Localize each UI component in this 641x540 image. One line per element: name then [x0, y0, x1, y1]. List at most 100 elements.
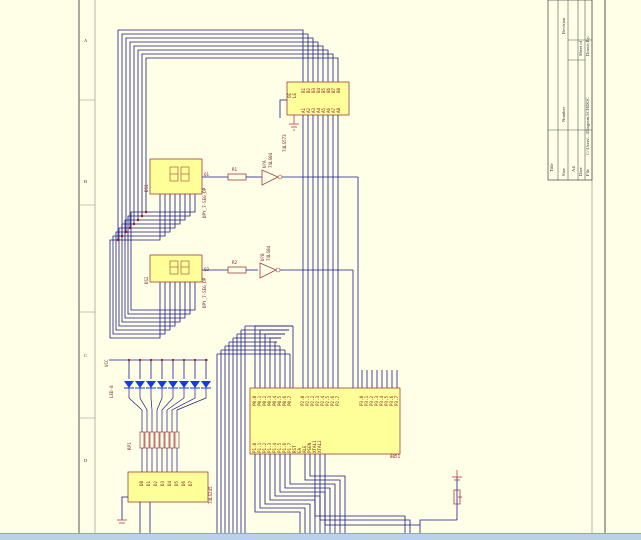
- resistor-2-label: R2: [232, 260, 238, 265]
- title-label: Title: [549, 163, 554, 172]
- array-resistor: [174, 388, 207, 472]
- mcu-pin-label: P2.0: [300, 395, 305, 406]
- mcu-pin-label: P1.6: [282, 442, 287, 453]
- buffer-chip[interactable]: 74LS245 D0 D1 D2 D3 D4 D5 D6 D7: [117, 471, 213, 535]
- mcu-pin-label: P2.4: [320, 395, 325, 406]
- status-bar: [0, 533, 641, 540]
- latch-top-pin: B7: [331, 87, 336, 93]
- mcu-pin-label: PSEN: [307, 442, 312, 453]
- resistor-2[interactable]: R2: [202, 260, 258, 274]
- buffer-pin: D1: [146, 480, 151, 486]
- row-marker: D: [84, 458, 88, 463]
- mcu-pin-label: P2.7: [335, 395, 340, 406]
- mcu-pin-label: P1.2: [262, 442, 267, 453]
- junction: [149, 358, 153, 362]
- array-resistor: [154, 388, 163, 472]
- mcu-pin-label: P0.1: [257, 395, 262, 406]
- sheet-label: Sheet of: [578, 40, 583, 56]
- led: [190, 358, 200, 389]
- file-label: File: [585, 169, 590, 176]
- latch-bottom-pin: A2: [306, 107, 311, 113]
- junctions: [116, 210, 148, 242]
- junction: [127, 358, 131, 362]
- latch-bottom-pin: A3: [311, 107, 316, 113]
- led: [135, 358, 145, 389]
- display-2-part: DPY_7-SEG_DP: [202, 277, 207, 308]
- latch-bottom-pin: A5: [321, 107, 326, 113]
- latch-bus-wires: [109, 29, 339, 339]
- junction: [182, 358, 186, 362]
- inverter-1-part: 74LS04: [268, 152, 273, 168]
- buffer-part-label: 74LS245: [208, 486, 213, 504]
- latch-top-pin: B3: [311, 87, 316, 93]
- mcu-pin-label: P3.4: [379, 395, 384, 406]
- mcu-pin-label: EA: [297, 447, 302, 453]
- latch-top-pin: B6: [326, 87, 331, 93]
- mcu-pin-label: P1.3: [267, 442, 272, 453]
- mcu-bottom-wires: [254, 454, 421, 535]
- vcc-rail: VCC: [104, 359, 208, 367]
- mcu-pin-label: P0.2: [262, 395, 267, 406]
- latch-bottom-pin: A6: [326, 107, 331, 113]
- array-resistor: [139, 388, 150, 472]
- date-label: Date: [578, 167, 583, 176]
- mcu-pin-label: P2.2: [310, 395, 315, 406]
- display-1-designator: DS1: [144, 184, 149, 192]
- gnd-symbol: [289, 115, 299, 131]
- latch-bottom-pin: A4: [316, 107, 321, 113]
- junction: [204, 358, 208, 362]
- mcu-p0-wires: [216, 325, 294, 535]
- mcu-pin-label: P2.3: [315, 395, 320, 406]
- mcu-pin-label: P3.7: [394, 395, 399, 406]
- mcu-pin-label: P3.3: [374, 395, 379, 406]
- buffer-pin: D3: [160, 480, 165, 486]
- seven-segment-display-1[interactable]: Q1 DPY_7-SEG_DP DS1: [144, 158, 210, 218]
- junction: [160, 358, 164, 362]
- seven-segment-display-2[interactable]: Q2 DPY_7-SEG_DP DS2: [144, 254, 210, 308]
- mcu-p3-wires: [361, 370, 398, 388]
- mcu-pin-label: P2.5: [325, 395, 330, 406]
- junction: [138, 358, 142, 362]
- mcu-pin-label: ALE: [302, 445, 307, 453]
- latch-top-pin: B8: [336, 87, 341, 93]
- mcu-pin-label: P3.0: [359, 395, 364, 406]
- latch-chip[interactable]: B1 B2 B3 B4 B5 B6 B7 B8 A1 A2 A3 A4 A5 A…: [279, 81, 350, 152]
- array-resistor: [169, 388, 196, 472]
- latch-bottom-pin: A7: [331, 107, 336, 113]
- mcu-pin-label: XTAL1: [312, 440, 317, 453]
- potentiometer[interactable]: [419, 477, 462, 525]
- resistor-1[interactable]: R1: [202, 167, 262, 181]
- resistor-array[interactable]: RP1: [127, 442, 132, 450]
- mcu-pin-label: P3.6: [389, 395, 394, 406]
- gnd-symbol: [452, 470, 462, 481]
- vcc-label: VCC: [104, 359, 109, 367]
- latch-part-label: 74LS573: [282, 134, 287, 152]
- led-array[interactable]: LED-8: [109, 358, 211, 472]
- display-2-gnd: Q2: [204, 267, 210, 272]
- row-marker: B: [84, 179, 87, 184]
- mcu-pin-label: P1.1: [257, 442, 262, 453]
- buffer-pin: D0: [139, 480, 144, 486]
- buffer-pin: D2: [153, 480, 158, 486]
- latch-le-pin: LE: [292, 92, 297, 98]
- array-resistor: [128, 388, 145, 472]
- size-label: Size: [561, 168, 566, 176]
- junction: [193, 358, 197, 362]
- mcu-pin-label: XTAL2: [317, 440, 322, 453]
- latch-bottom-pin: A8: [336, 107, 341, 113]
- inverter-1-label: U?A: [262, 160, 267, 168]
- mcu-pin-label: P1.4: [272, 442, 277, 453]
- led: [168, 358, 178, 389]
- display-1-part: DPY_7-SEG_DP: [202, 187, 207, 218]
- drawn-label: Drawn By:: [585, 36, 590, 56]
- buffer-pin: D4: [167, 480, 172, 486]
- inverter-1[interactable]: U?A 74LS04: [261, 152, 358, 186]
- inverter-2[interactable]: U?B 74LS04: [259, 245, 353, 279]
- led: [124, 358, 134, 389]
- led: [179, 358, 189, 389]
- latch-top-pin: B2: [306, 87, 311, 93]
- buffer-pin: D5: [174, 480, 179, 486]
- array-resistor: [164, 388, 185, 472]
